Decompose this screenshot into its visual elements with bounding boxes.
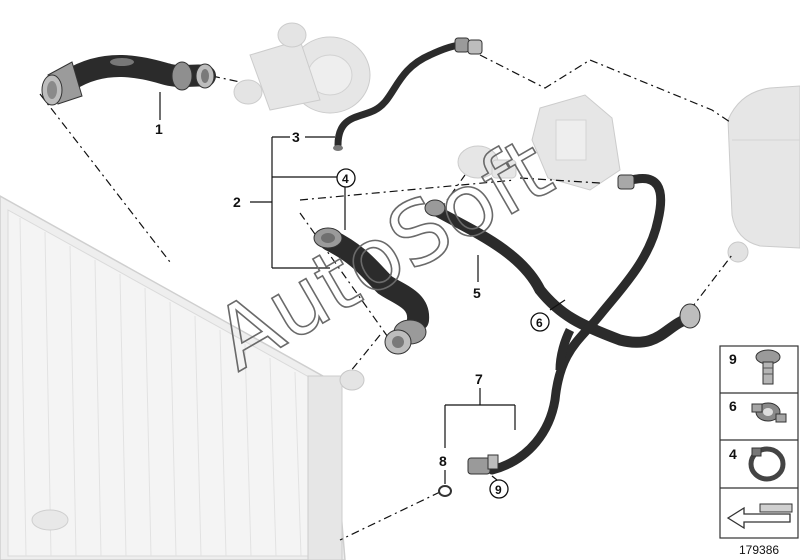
temperature-sensor-part-7 — [467, 454, 499, 475]
svg-text:9: 9 — [495, 483, 502, 497]
o-ring-part-8 — [438, 485, 452, 497]
callout-2: 2 — [233, 194, 241, 210]
push-rivet-icon — [755, 349, 781, 385]
hose-clip-icon — [751, 402, 787, 423]
callout-8: 8 — [439, 453, 447, 469]
circled-callout-6: 6 — [530, 312, 550, 332]
circled-callout-9: 9 — [489, 479, 509, 499]
radiator-hose-part-1 — [41, 55, 216, 106]
legend-label-9: 9 — [729, 351, 737, 367]
radiator — [0, 195, 365, 560]
engine-component-ghost — [531, 94, 621, 191]
water-pump-ghost — [233, 22, 371, 114]
coolant-hose-part-6 — [487, 173, 666, 475]
svg-text:4: 4 — [342, 172, 349, 186]
callout-7: 7 — [475, 371, 483, 387]
svg-text:6: 6 — [536, 316, 543, 330]
legend-label-4: 4 — [729, 446, 737, 462]
radiator-hose-part-2 — [313, 227, 429, 355]
thermostat-ghost — [457, 145, 517, 179]
circled-callout-4: 4 — [336, 168, 356, 188]
diagram-reference-number: 179386 — [739, 543, 779, 557]
expansion-tank-ghost — [727, 85, 800, 263]
legend-label-6: 6 — [729, 398, 737, 414]
parts-legend: 9 6 4 — [719, 345, 799, 539]
callout-1: 1 — [155, 121, 163, 137]
callout-5: 5 — [473, 285, 481, 301]
hose-clamp-icon — [748, 446, 786, 482]
arrow-icon — [726, 503, 793, 530]
coolant-line-part-3 — [333, 37, 483, 151]
callout-3: 3 — [292, 129, 300, 145]
coolant-hose-part-5 — [424, 199, 701, 348]
callout-brackets — [159, 92, 566, 484]
